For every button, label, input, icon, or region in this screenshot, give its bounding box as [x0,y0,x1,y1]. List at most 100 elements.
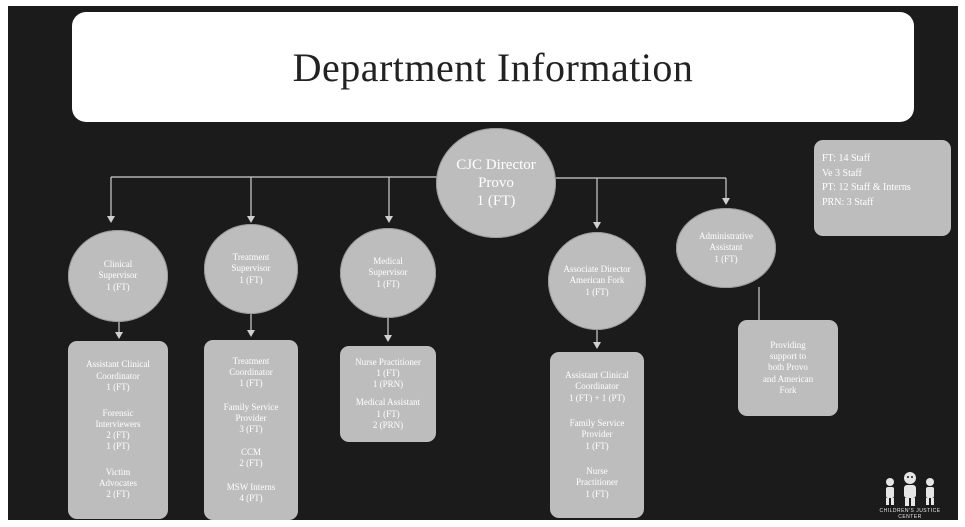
position-line: Coordinator [96,370,140,381]
arrow-2 [247,216,255,223]
cjc-logo: CHILDREN'S JUSTICE CENTER [870,470,950,520]
position-line: Advocates [99,478,137,489]
team-position: Assistant Clinical Coordinator 1 (FT) [86,359,150,393]
title-banner: Department Information [72,12,914,122]
team-position: Family Service Provider 3 (FT) [224,402,279,436]
position-line: both Provo [768,362,808,373]
admin-support-box: Providing support to both Provo and Amer… [738,320,838,416]
position-line: 1 (PT) [106,441,130,452]
arrow-6 [115,332,123,339]
position-line: 1 (FT) + 1 (PT) [568,392,626,403]
position-line: Assistant Clinical [565,370,629,381]
arrow-3 [385,216,393,223]
arrow-5 [722,198,730,205]
team-position: Forensic Interviewers 2 (FT) 1 (PT) [96,408,141,453]
position-line: 1 (FT) [239,378,263,389]
node-staff: 1 (FT) [714,253,738,264]
staff-summary-box: FT: 14 Staff Ve 3 Staff PT: 12 Staff & I… [814,140,951,236]
position-line: Forensic [102,407,134,418]
director-node: CJC Director Provo 1 (FT) [436,128,556,238]
staff-summary-line: PRN: 3 Staff [822,196,874,208]
team-position: Assistant Clinical Coordinator 1 (FT) + … [565,370,629,404]
arrow-9 [593,342,601,349]
arrow-4 [593,222,601,229]
position-line: 2 (PRN) [372,419,404,430]
node-role-line: Supervisor [98,270,138,281]
arrow-7 [247,330,255,337]
team-position: MSW Interns 4 (PT) [227,482,276,505]
logo-text: CHILDREN'S JUSTICE CENTER [879,508,941,520]
org-chart-connectors [107,176,760,349]
team-position: Treatment Coordinator 1 (FT) [229,356,273,390]
position-line: Provider [581,429,613,440]
position-line: and American [762,373,814,384]
node-role-line: Supervisor [231,263,271,274]
node-role-line: Medical [373,256,403,267]
position-line: Interviewers [95,418,141,429]
director-staff: 1 (FT) [476,193,516,209]
position-line: Coordinator [575,381,619,392]
position-line: Assistant Clinical [86,359,150,370]
position-line: MSW Interns [226,481,276,492]
treatment-team-box: Treatment Coordinator 1 (FT) Family Serv… [204,340,298,520]
position-line: 1 (FT) [585,440,609,451]
team-position: Nurse Practitioner 1 (FT) [576,466,618,500]
associate-director-node: Associate Director American Fork 1 (FT) [548,232,646,330]
node-staff: 1 (FT) [239,274,263,285]
team-position: Victim Advocates 2 (FT) [99,467,137,501]
slide: Department Information [8,6,958,520]
position-line: 4 (PT) [239,492,263,503]
node-role-line: Associate Director [563,264,631,275]
page-title: Department Information [292,44,694,90]
position-line: 1 (FT) [376,368,400,379]
position-line: Family Service [569,418,625,429]
position-line: support to [769,351,807,362]
director-name: CJC Director [456,157,536,173]
node-staff: 1 (FT) [585,286,609,297]
clinical-team-box: Assistant Clinical Coordinator 1 (FT) Fo… [68,341,168,519]
position-line: Coordinator [229,367,273,378]
team-position: CCM 2 (FT) [239,447,262,470]
staff-summary-line: Ve 3 Staff [822,167,862,179]
position-line: Medical Assistant [355,397,421,408]
position-line: 1 (FT) [106,381,130,392]
node-role-line: Clinical [103,259,133,270]
node-staff: 1 (FT) [376,278,400,289]
team-position: Family Service Provider 1 (FT) [570,418,625,452]
arrow-8 [384,335,392,342]
position-line: 1 (FT) [585,488,609,499]
position-line: 2 (FT) [239,458,263,469]
team-position: Providing support to both Provo and Amer… [763,340,813,396]
position-line: Family Service [223,401,279,412]
position-line: Practitioner [576,477,618,488]
node-role-line: American Fork [569,275,625,286]
position-line: Provider [235,412,267,423]
position-line: Nurse Practitioner [355,356,421,367]
team-position: Nurse Practitioner 1 (FT) 1 (PRN) [355,357,421,391]
position-line: Providing [770,339,806,350]
treatment-supervisor-node: Treatment Supervisor 1 (FT) [204,224,298,314]
staff-summary-line: FT: 14 Staff [822,153,871,164]
position-line: 1 (PRN) [372,379,404,390]
position-line: 2 (FT) [106,430,130,440]
administrative-assistant-node: Administrative Assistant 1 (FT) [676,208,776,288]
director-location: Provo [478,175,514,191]
medical-team-box: Nurse Practitioner 1 (FT) 1 (PRN) Medica… [340,346,436,442]
position-line: Fork [779,384,797,395]
node-staff: 1 (FT) [106,281,130,292]
medical-supervisor-node: Medical Supervisor 1 (FT) [340,228,436,318]
clinical-supervisor-node: Clinical Supervisor 1 (FT) [68,230,168,322]
position-line: Treatment [232,355,270,366]
position-line: 1 (FT) [376,408,400,419]
node-role-line: Administrative [699,231,753,242]
node-role-line: Assistant [709,242,743,253]
position-line: Victim [105,466,131,477]
position-line: CCM [240,447,261,458]
position-line: 3 (FT) [239,424,263,435]
position-line: 2 (FT) [106,489,130,500]
american-fork-team-box: Assistant Clinical Coordinator 1 (FT) + … [550,352,644,518]
node-role-line: Supervisor [368,267,408,278]
arrow-1 [107,216,115,223]
team-position: Medical Assistant 1 (FT) 2 (PRN) [356,397,420,431]
node-role-line: Treatment [232,252,270,263]
